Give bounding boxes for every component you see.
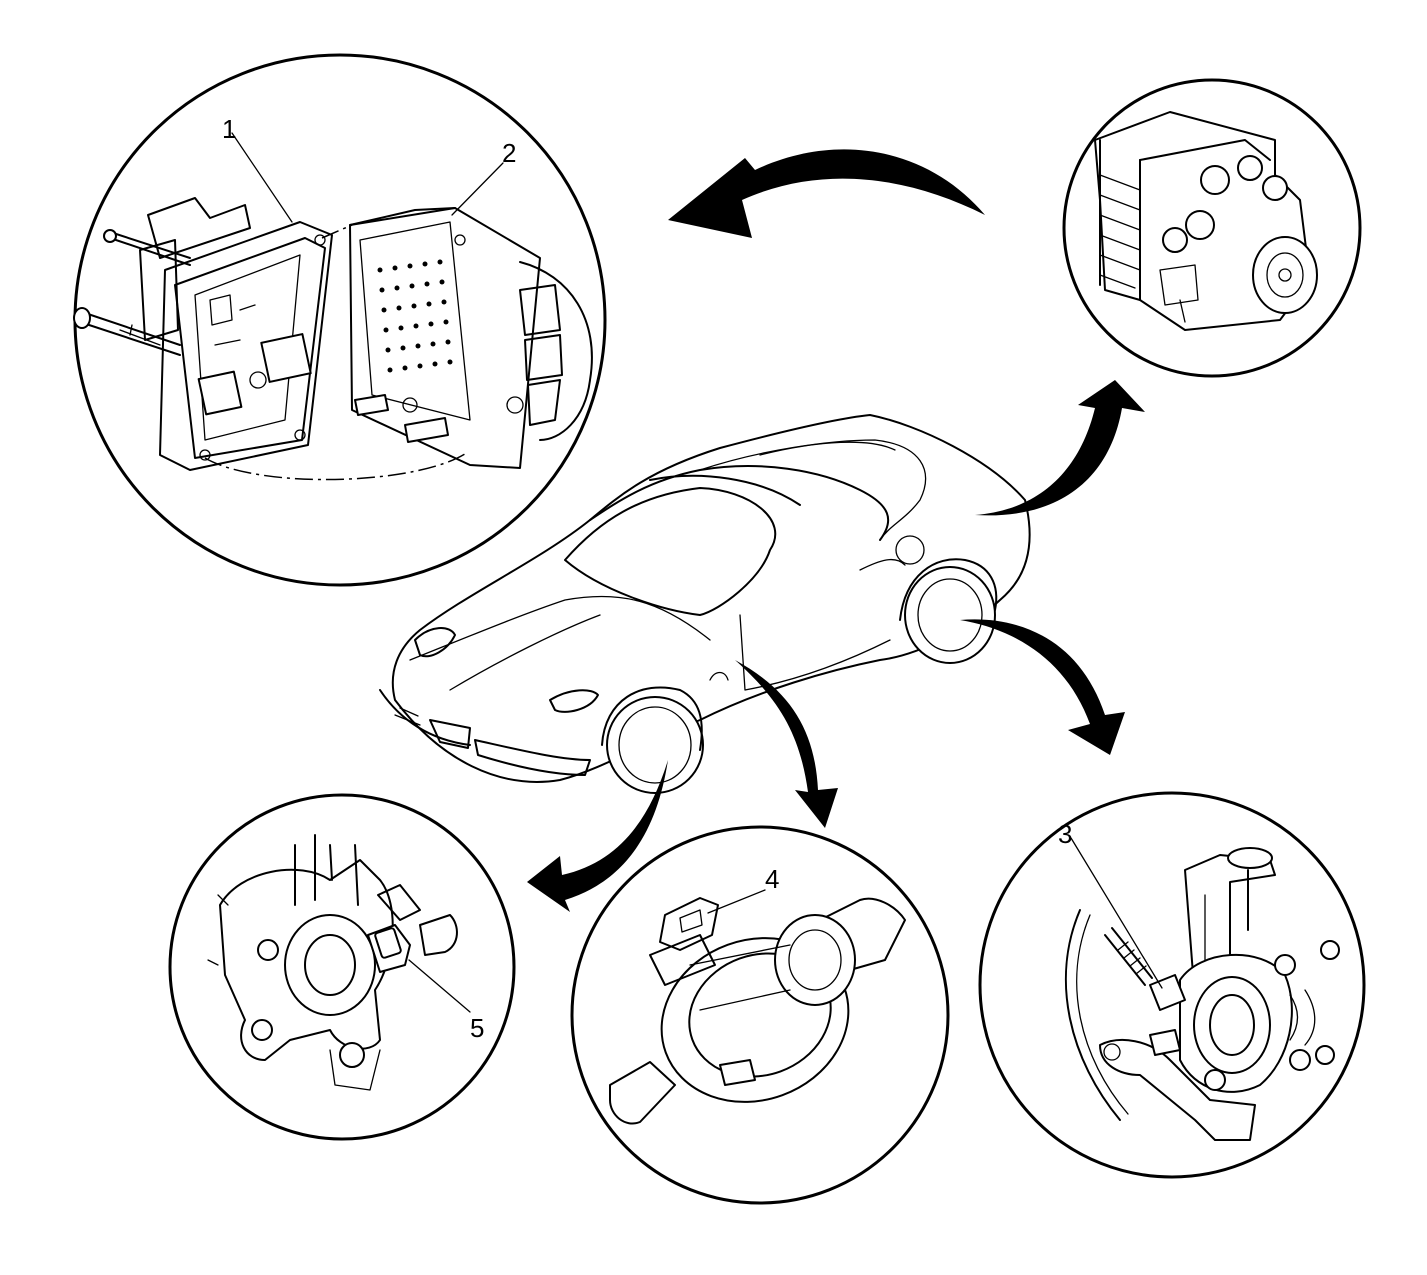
detail-circle-rear-wheel-sensor: 3 bbox=[978, 791, 1366, 1179]
detail-circle-abs-unit bbox=[1062, 78, 1362, 378]
vehicle-illustration bbox=[379, 414, 1031, 794]
callout-3: 3 bbox=[1058, 819, 1072, 849]
arrow-to-front-wheel-sensor bbox=[527, 760, 668, 912]
detail-circle-brake-modulator: 1 2 bbox=[73, 53, 607, 587]
arrow-to-front-axle-sensor bbox=[735, 660, 838, 828]
detail-circle-front-wheel-sensor: 5 bbox=[168, 793, 516, 1141]
arrow-to-rear-sensor bbox=[960, 619, 1125, 755]
callout-5: 5 bbox=[470, 1013, 484, 1043]
connector-pin-grid bbox=[377, 259, 453, 373]
callout-1: 1 bbox=[222, 114, 236, 144]
arrow-to-abs-unit bbox=[975, 380, 1145, 516]
callout-2: 2 bbox=[502, 138, 516, 168]
callout-4: 4 bbox=[765, 864, 779, 894]
arrow-to-modulator-detail bbox=[668, 149, 985, 238]
pointer-arrows bbox=[527, 149, 1145, 912]
detail-circle-axle-sensor: 4 bbox=[570, 825, 950, 1205]
